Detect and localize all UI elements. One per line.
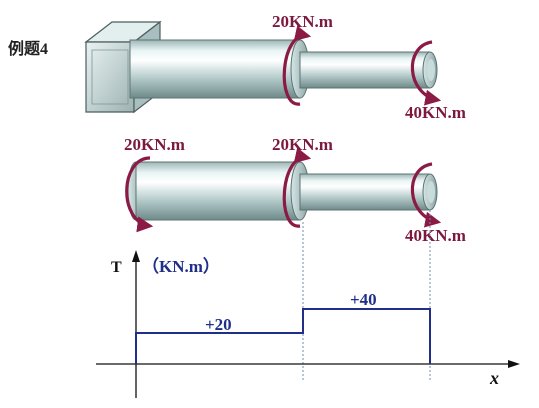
example-title: 例题4 [8, 39, 48, 58]
segment1-label: +20 [205, 315, 232, 334]
segment2-label: +40 [350, 290, 377, 309]
moment-arrow-mid-left [125, 156, 154, 233]
middle-shaft-large-section [135, 161, 301, 221]
moment-label-mid-right: 40KN.m [405, 226, 466, 245]
moment-label-top-right: 40KN.m [405, 103, 466, 122]
torque-step-line [135, 308, 431, 364]
torque-diagram: T （KN.m） x +20 +40 [96, 250, 520, 398]
middle-shaft-small-section [299, 173, 431, 211]
top-shaft-assembly: 20KN.m 40KN.m [84, 12, 466, 122]
moment-label-top-mid: 20KN.m [272, 12, 333, 31]
t-axis-label: T [111, 259, 122, 276]
t-axis-unit: （KN.m） [142, 256, 220, 276]
moment-arrow-mid-right [410, 162, 442, 228]
moment-arrow-mid-step [282, 147, 312, 228]
moment-arrow-top-right [410, 40, 442, 106]
middle-shaft-assembly: 20KN.m 20KN.m 40KN.m [124, 135, 466, 245]
x-axis-label: x [489, 368, 499, 388]
moment-arrow-top-mid [282, 25, 312, 106]
moment-label-mid-step: 20KN.m [272, 135, 333, 154]
top-shaft-small-section [299, 51, 431, 89]
moment-label-mid-left: 20KN.m [124, 135, 185, 154]
top-shaft-large-section [129, 39, 301, 99]
